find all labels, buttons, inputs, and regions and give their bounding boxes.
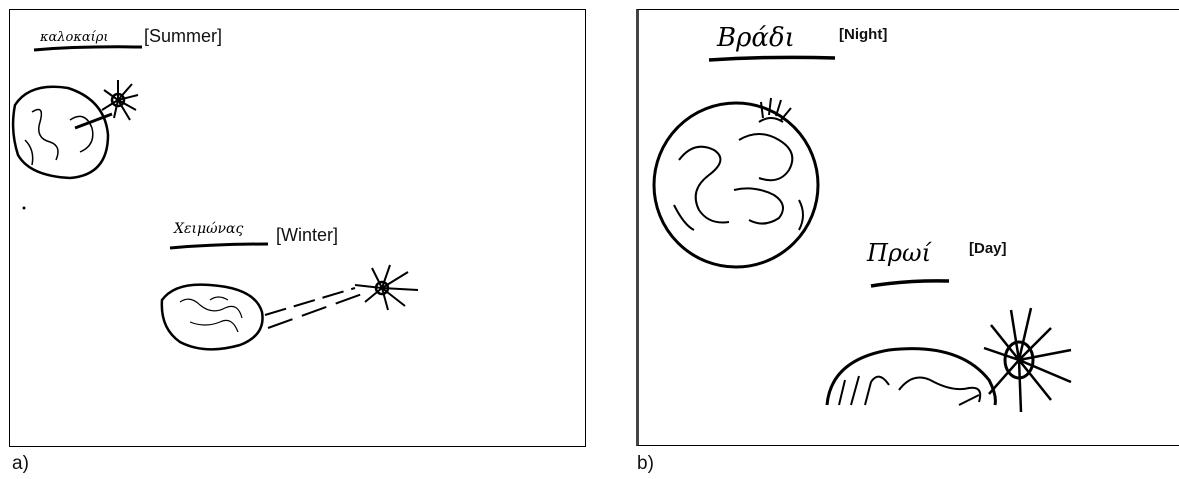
stray-dot — [22, 206, 26, 210]
sketch-panel-a: καλοκαίρι Χειμώνας — [9, 9, 586, 447]
day-translation-label: [Day] — [969, 240, 1007, 257]
sun-drawing-icon — [983, 307, 1072, 413]
night-translation-label: [Night] — [839, 26, 888, 43]
summer-underline — [33, 45, 143, 52]
sketch-panel-b: Βράδι Πρωί [Nig — [636, 9, 1179, 446]
summer-translation-label: [Summer] — [144, 26, 223, 46]
sun-drawing-icon — [101, 80, 139, 121]
panel-b-label: b) — [637, 453, 654, 474]
earth-drawing-icon — [652, 101, 820, 269]
earth-drawing-icon — [160, 283, 264, 351]
winter-translation-label: [Winter] — [276, 225, 339, 245]
winter-ray-lower — [267, 293, 363, 329]
panel-b-drawing: Βράδι Πρωί — [652, 23, 1072, 413]
winter-handwritten-label: Χειμώνας — [173, 221, 243, 237]
day-underline — [870, 279, 950, 288]
sun-ray-to-earth — [74, 112, 113, 130]
night-handwritten-label: Βράδι — [716, 23, 795, 53]
day-handwritten-label: Πρωί — [866, 239, 933, 267]
night-underline — [708, 55, 836, 62]
earth-drawing-icon — [11, 85, 110, 180]
panel-a-drawing: καλοκαίρι Χειμώνας — [11, 30, 419, 351]
sun-drawing-icon — [354, 264, 419, 311]
winter-ray-upper — [264, 287, 356, 316]
panel-a-label: a) — [12, 453, 29, 474]
winter-underline — [169, 242, 269, 250]
earth-drawing-icon — [825, 347, 997, 406]
sun-drawing-icon — [758, 97, 792, 123]
summer-handwritten-label: καλοκαίρι — [39, 30, 109, 45]
